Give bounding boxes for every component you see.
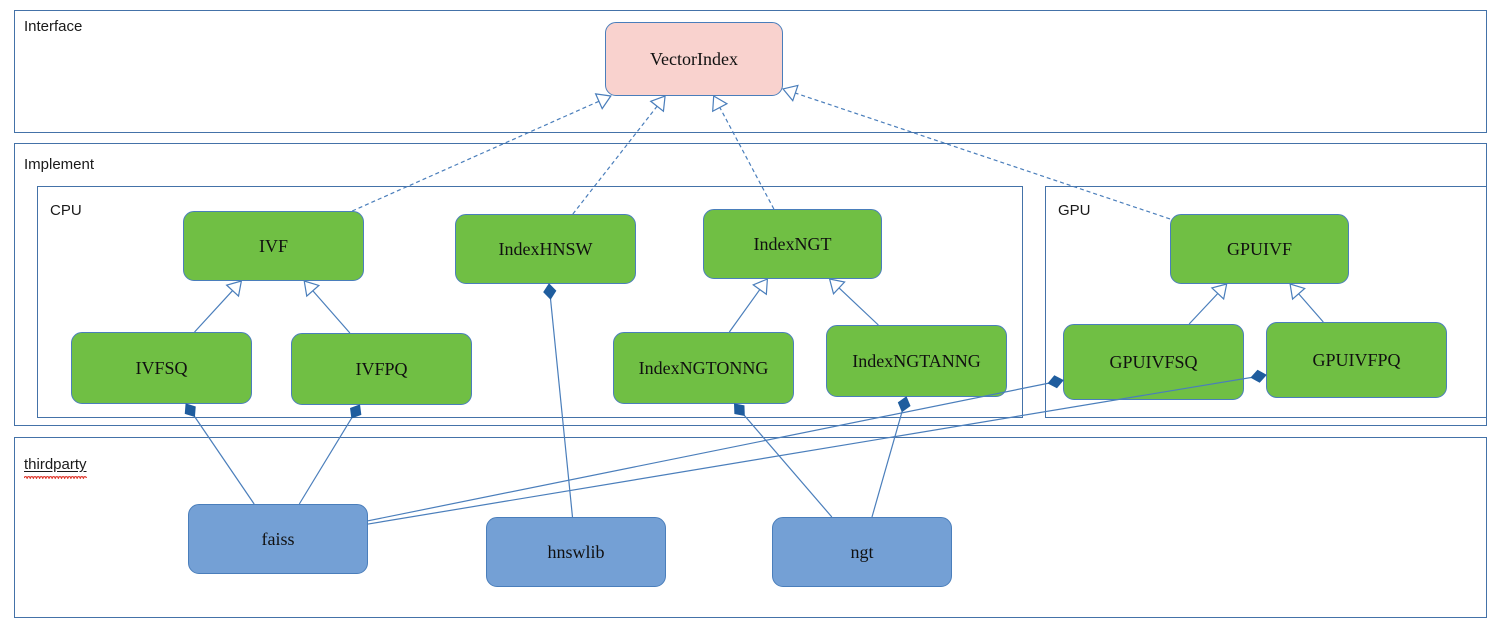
class-node-gpuivfsq[interactable]: GPUIVFSQ [1063,324,1244,400]
edge-e7-inheritance [728,278,769,333]
class-node-indexngtonng[interactable]: IndexNGTONNG [613,332,794,404]
class-node-ivfpq[interactable]: IVFPQ [291,333,472,405]
frame-gpu [1045,186,1487,418]
frame-label-thirdparty: thirdparty [24,457,87,479]
class-node-hnswlib[interactable]: hnswlib [486,517,666,587]
edge-e15-composition [543,283,574,518]
class-node-label: GPUIVFPQ [1312,349,1401,370]
class-node-indexngtanng[interactable]: IndexNGTANNG [826,325,1007,397]
class-node-label: hnswlib [547,541,605,562]
edge-e3-realization [712,94,775,210]
spellcheck-squiggle-icon [24,476,87,479]
edge-e16-composition [733,403,833,518]
frame-interface [14,10,1487,133]
class-node-faiss[interactable]: faiss [188,504,368,574]
class-node-gpuivf[interactable]: GPUIVF [1170,214,1349,284]
class-node-label: IVFPQ [355,358,408,379]
class-node-label: IndexHNSW [498,238,593,259]
class-node-indexhnsw[interactable]: IndexHNSW [455,214,636,284]
class-node-label: IVF [258,235,288,256]
frame-thirdparty [14,437,1487,618]
edge-e8-inheritance [828,278,879,326]
class-node-label: ngt [850,541,874,562]
class-node-label: IndexNGTONNG [638,357,769,378]
class-node-ivf[interactable]: IVF [183,211,364,281]
class-node-label: IndexNGTANNG [852,350,981,371]
class-node-vectorindex[interactable]: VectorIndex [605,22,783,96]
edge-e2-realization [572,95,666,215]
frame-label-gpu: GPU [1058,202,1091,219]
edge-e1-realization [351,93,612,212]
class-node-label: faiss [261,528,295,549]
class-node-ngt[interactable]: ngt [772,517,952,587]
edge-e5-inheritance [194,280,243,333]
class-node-ivfsq[interactable]: IVFSQ [71,332,252,404]
class-node-label: IVFSQ [135,357,188,378]
edge-e4-realization [781,84,1171,220]
edge-e9-inheritance [1188,283,1228,325]
edge-e14-composition [367,369,1267,525]
edge-e6-inheritance [303,280,351,334]
edge-e11-composition [184,403,255,505]
frame-label-interface: Interface [24,18,83,35]
edge-e17-composition [871,396,911,518]
class-node-label: IndexNGT [753,233,832,254]
frame-label-cpu: CPU [50,202,82,219]
class-node-label: GPUIVF [1226,238,1292,259]
edge-e13-composition [367,375,1064,522]
frame-label-implement: Implement [24,156,95,173]
class-node-label: VectorIndex [650,48,738,69]
class-node-indexngt[interactable]: IndexNGT [703,209,882,279]
edge-e10-inheritance [1289,283,1324,323]
class-node-label: GPUIVFSQ [1109,351,1198,372]
class-node-gpuivfpq[interactable]: GPUIVFPQ [1266,322,1447,398]
edge-e12-composition [298,404,362,505]
frame-cpu [37,186,1023,418]
